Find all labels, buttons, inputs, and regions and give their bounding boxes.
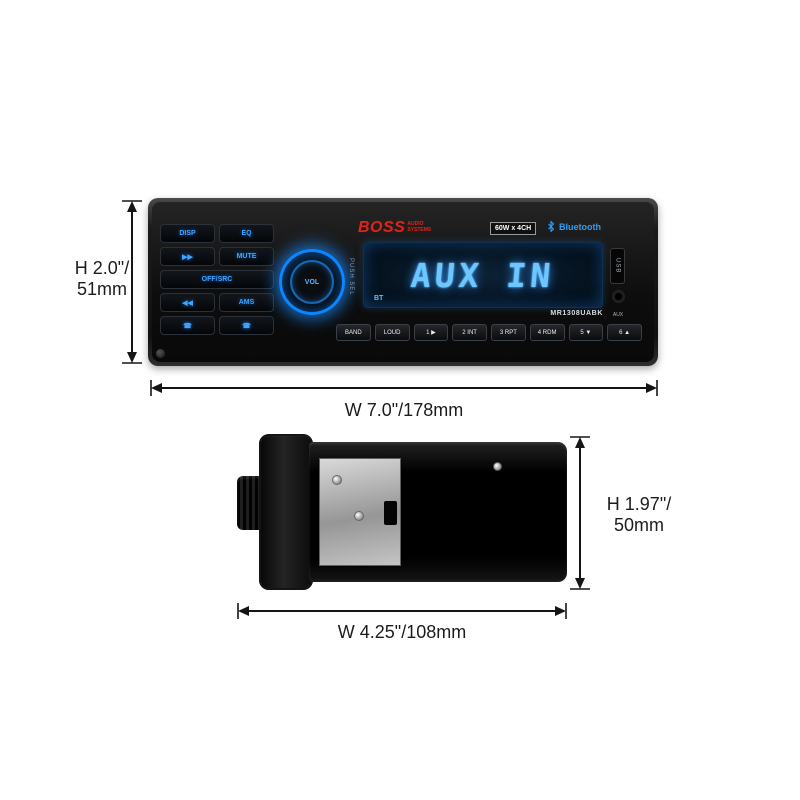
unit-height-line1: H 1.97"/ [606, 494, 672, 514]
model-number: MR1308UABK [550, 310, 603, 317]
aux-port: AUX [607, 290, 629, 321]
front-width-label: W 7.0"/178mm [344, 400, 464, 420]
unit-height-label: H 1.97"/ 50mm [596, 494, 682, 536]
power-rating-badge: 60W x 4CH [490, 222, 537, 235]
seek-up-button: ▶▶ [160, 247, 215, 266]
front-height-line1: H 2.0"/ [74, 258, 130, 278]
band-button: BAND [336, 324, 371, 341]
front-flange [259, 434, 313, 590]
usb-label: USB [614, 258, 621, 274]
mounting-bracket [319, 458, 401, 566]
left-button-cluster: DISP EQ ▶▶ MUTE OFF/SRC ◀◀ AMS ☎ ☎ [160, 224, 274, 335]
front-height-arrow [122, 200, 142, 364]
face-release-button [156, 349, 165, 358]
preset-5-button: 5 ▼ [568, 324, 604, 341]
knob-face: VOL [290, 260, 334, 304]
display-text: AUX IN [409, 255, 557, 295]
lcd-display: AUX IN BT [363, 242, 603, 308]
call-answer-button: ☎ [160, 316, 215, 335]
front-width-arrow [150, 380, 658, 396]
power-src-button: OFF/SRC [160, 270, 274, 289]
preset-6-button: 6 ▲ [607, 324, 642, 341]
preset-button-row: BAND LOUD 1 ▶ 2 INT 3 RPT 4 RDM 5 ▼ 6 ▲ [336, 324, 642, 341]
bracket-screw [332, 475, 342, 485]
ams-button: AMS [219, 293, 274, 312]
eq-button: EQ [219, 224, 274, 243]
disp-button: DISP [160, 224, 215, 243]
aux-jack [611, 290, 625, 303]
brand-text: BOSS [358, 219, 406, 236]
unit-width-arrow [237, 603, 567, 619]
display-bt-indicator: BT [374, 295, 384, 302]
chassis-screw [493, 462, 502, 471]
loud-button: LOUD [374, 324, 410, 341]
bracket-screw [354, 511, 364, 521]
stereo-front-view: DISP EQ ▶▶ MUTE OFF/SRC ◀◀ AMS ☎ ☎ VOL P… [148, 198, 658, 366]
unit-height-line2: 50mm [613, 515, 664, 535]
bluetooth-badge: Bluetooth [546, 220, 601, 233]
preset-3-button: 3 RPT [491, 324, 526, 341]
usb-port: USB [610, 248, 625, 284]
unit-height-arrow [570, 436, 590, 590]
bluetooth-icon [548, 220, 555, 233]
bluetooth-label: Bluetooth [559, 221, 601, 232]
unit-width-label: W 4.25"/108mm [337, 622, 467, 642]
front-height-label: H 2.0"/ 51mm [62, 258, 142, 300]
bracket-clip [384, 501, 397, 525]
preset-1-button: 1 ▶ [413, 324, 449, 341]
boss-logo: BOSS AUDIO SYSTEMS [358, 219, 443, 237]
push-sel-label: PUSH SEL [348, 258, 354, 296]
seek-down-button: ◀◀ [160, 293, 215, 312]
brand-subtext: AUDIO SYSTEMS [407, 221, 432, 233]
knob-label: VOL [304, 278, 320, 286]
aux-label: AUX [612, 312, 624, 318]
preset-2-button: 2 INT [452, 324, 487, 341]
stereo-chassis-view [237, 432, 567, 592]
call-end-button: ☎ [219, 316, 274, 335]
mute-button: MUTE [219, 247, 274, 266]
preset-4-button: 4 RDM [529, 324, 565, 341]
volume-knob: VOL [279, 249, 345, 315]
front-height-line2: 51mm [76, 279, 127, 299]
